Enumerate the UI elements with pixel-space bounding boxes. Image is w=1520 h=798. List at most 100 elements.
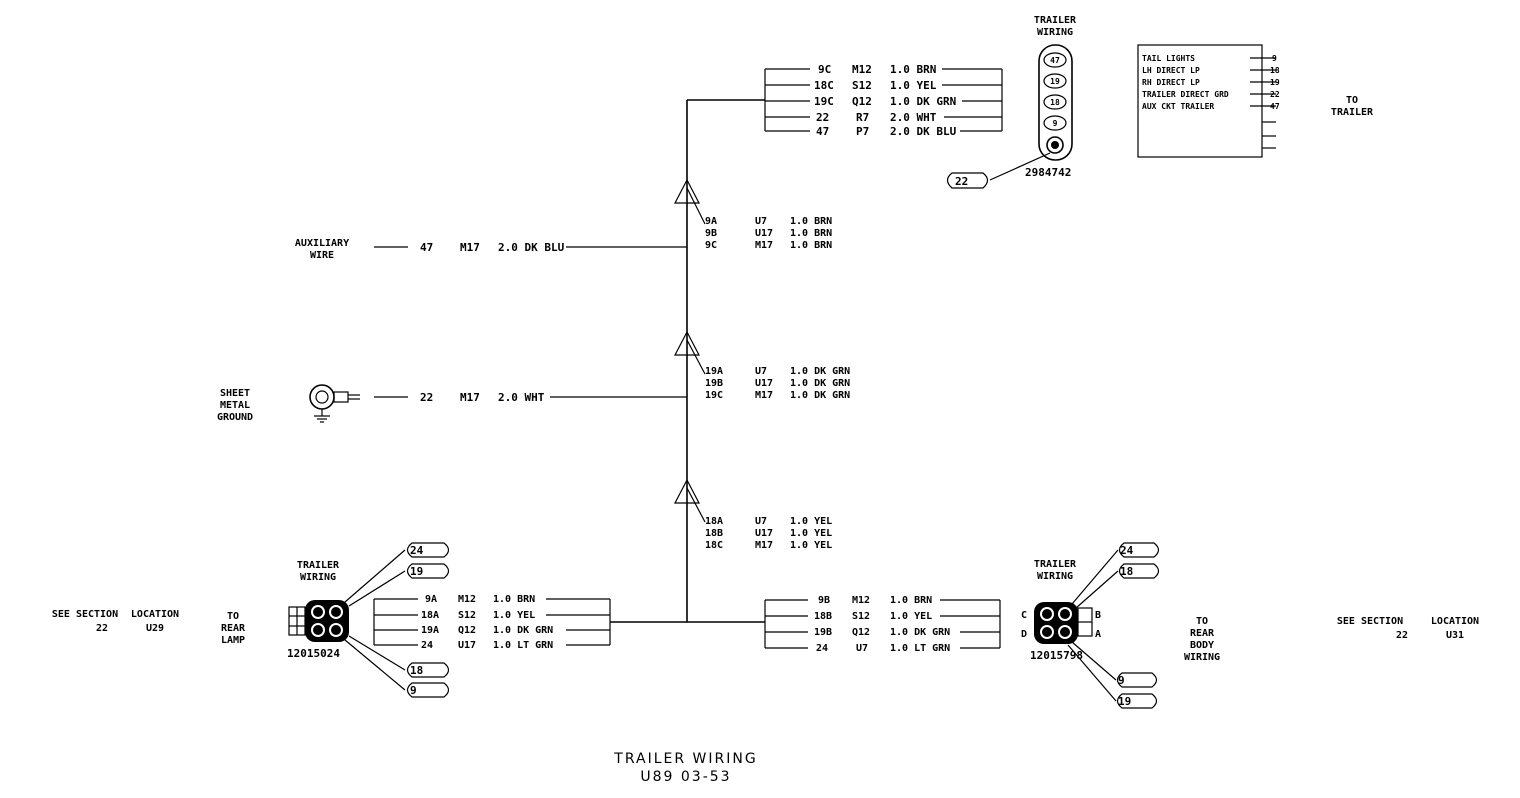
top-bundle-row: 18C S12 1.0 YEL — [765, 79, 1002, 92]
svg-text:18A: 18A — [705, 516, 723, 527]
pin-function: TRAILER DIRECT GRD — [1142, 90, 1229, 99]
splice-marker-2 — [674, 330, 706, 375]
wire-code: S12 — [458, 610, 476, 621]
diagram-title: TRAILER WIRING U89 03-53 — [613, 751, 757, 785]
right-wire-row: 18B S12 1.0 YEL — [765, 611, 1000, 622]
pin-number: 9 — [1272, 54, 1277, 63]
section-number: 22 — [1396, 630, 1408, 641]
svg-text:1.0 BRN: 1.0 BRN — [790, 228, 832, 239]
connector-label: WIRING — [1037, 27, 1073, 38]
pin-number: 19 — [1270, 78, 1280, 87]
top-bundle-row: 47 P7 2.0 DK BLU — [765, 125, 1002, 138]
connector-pin: 18 — [1043, 94, 1067, 110]
wire-code: Q12 — [458, 625, 476, 636]
wire-code: Q12 — [852, 627, 870, 638]
wire-spec: 1.0 YEL — [493, 610, 535, 621]
pin-letter: A — [1095, 629, 1101, 640]
svg-text:1.0 YEL: 1.0 YEL — [790, 528, 832, 539]
wire-code: Q12 — [852, 95, 872, 108]
connector-pin: 47 — [1043, 52, 1067, 68]
svg-text:M17: M17 — [755, 390, 773, 401]
ground-label: METAL — [220, 400, 250, 411]
wire-code: M12 — [458, 594, 476, 605]
circuit-tag: 18 — [406, 662, 450, 678]
main-trunk — [610, 99, 765, 623]
circuit-number: 19A — [421, 625, 439, 636]
pin-function: LH DIRECT LP — [1142, 66, 1200, 75]
svg-text:19B: 19B — [705, 378, 723, 389]
wire-spec: 1.0 BRN — [493, 594, 535, 605]
circuit-number: 22 — [420, 391, 433, 404]
wire-code: R7 — [856, 111, 869, 124]
circuit-tag: 18 — [1118, 563, 1160, 579]
location-label: LOCATION — [131, 609, 179, 620]
top-bundle-row: 9C M12 1.0 BRN — [765, 63, 1002, 76]
to-trailer-label: TO — [1346, 95, 1358, 106]
left-wire-row: 19A Q12 1.0 DK GRN — [374, 625, 610, 636]
pin-table-row: TAIL LIGHTS 9 — [1142, 54, 1277, 63]
pin-function: RH DIRECT LP — [1142, 78, 1200, 87]
circuit-number: 47 — [816, 125, 829, 138]
circuit-tag: 19 — [406, 563, 450, 579]
see-section-label: SEE SECTION — [1337, 616, 1403, 627]
wire-spec: 1.0 YEL — [890, 79, 937, 92]
wire-code: P7 — [856, 125, 869, 138]
connector-part-number: 12015798 — [1030, 649, 1083, 662]
svg-text:1.0 YEL: 1.0 YEL — [790, 516, 832, 527]
circuit-number: 9A — [425, 594, 437, 605]
circuit-number: 19C — [814, 95, 834, 108]
connector-label: TRAILER — [1034, 15, 1077, 26]
svg-text:9: 9 — [410, 684, 417, 697]
svg-text:1.0 DK GRN: 1.0 DK GRN — [790, 390, 850, 401]
circuit-number: 19B — [814, 627, 832, 638]
circuit-number: 18B — [814, 611, 832, 622]
svg-text:24: 24 — [1120, 544, 1134, 557]
pin-number: 47 — [1270, 102, 1280, 111]
left-wire-row: 24 U17 1.0 LT GRN — [374, 640, 610, 651]
svg-text:9: 9 — [1118, 674, 1125, 687]
right-wire-row: 19B Q12 1.0 DK GRN — [765, 627, 1000, 638]
destination-label: BODY — [1190, 640, 1214, 651]
section-number: 22 — [96, 623, 108, 634]
svg-text:18B: 18B — [705, 528, 723, 539]
pin-table-row: LH DIRECT LP 18 — [1142, 66, 1280, 75]
svg-text:18C: 18C — [705, 540, 723, 551]
svg-text:22: 22 — [955, 175, 968, 188]
circuit-number: 24 — [421, 640, 433, 651]
location-value: U29 — [146, 623, 164, 634]
circuit-number: 9B — [818, 595, 830, 606]
circuit-tag: 9 — [1116, 672, 1158, 688]
svg-text:1.0 DK GRN: 1.0 DK GRN — [790, 366, 850, 377]
svg-text:U17: U17 — [755, 228, 773, 239]
top-bundle-row: 22 R7 2.0 WHT — [765, 111, 1002, 124]
splice-wires-1: 9A U7 1.0 BRN 9B U17 1.0 BRN 9C M17 1.0 … — [705, 216, 832, 251]
svg-text:U7: U7 — [755, 216, 767, 227]
wire-code: S12 — [852, 611, 870, 622]
aux-label: WIRE — [310, 250, 334, 261]
trailer-pin-table: TAIL LIGHTS 9 LH DIRECT LP 18 RH DIRECT … — [1137, 44, 1374, 158]
destination-label: REAR — [221, 623, 246, 634]
wire-code: M12 — [852, 63, 872, 76]
circuit-number: 24 — [816, 643, 828, 654]
destination-label: TO — [1196, 616, 1208, 627]
wire-spec: 1.0 DK GRN — [890, 95, 956, 108]
svg-text:U7: U7 — [755, 516, 767, 527]
svg-text:U17: U17 — [755, 528, 773, 539]
ground-label: SHEET — [220, 388, 250, 399]
pin-letter: C — [1021, 610, 1027, 621]
svg-text:M17: M17 — [755, 240, 773, 251]
wire-spec: 1.0 DK GRN — [493, 625, 553, 636]
left-wire-row: 9A M12 1.0 BRN — [374, 594, 610, 605]
svg-text:19C: 19C — [705, 390, 723, 401]
connector-part-number: 2984742 — [1025, 166, 1071, 179]
ground-lug-icon — [309, 384, 360, 423]
wire-code: M17 — [460, 241, 480, 254]
destination-label: REAR — [1190, 628, 1215, 639]
connector-pin: 19 — [1043, 73, 1067, 89]
connector-label: WIRING — [300, 572, 336, 583]
svg-text:47: 47 — [1050, 56, 1060, 65]
svg-text:1.0 YEL: 1.0 YEL — [790, 540, 832, 551]
title-line: TRAILER WIRING — [613, 751, 757, 767]
ground-pin — [1046, 136, 1064, 154]
